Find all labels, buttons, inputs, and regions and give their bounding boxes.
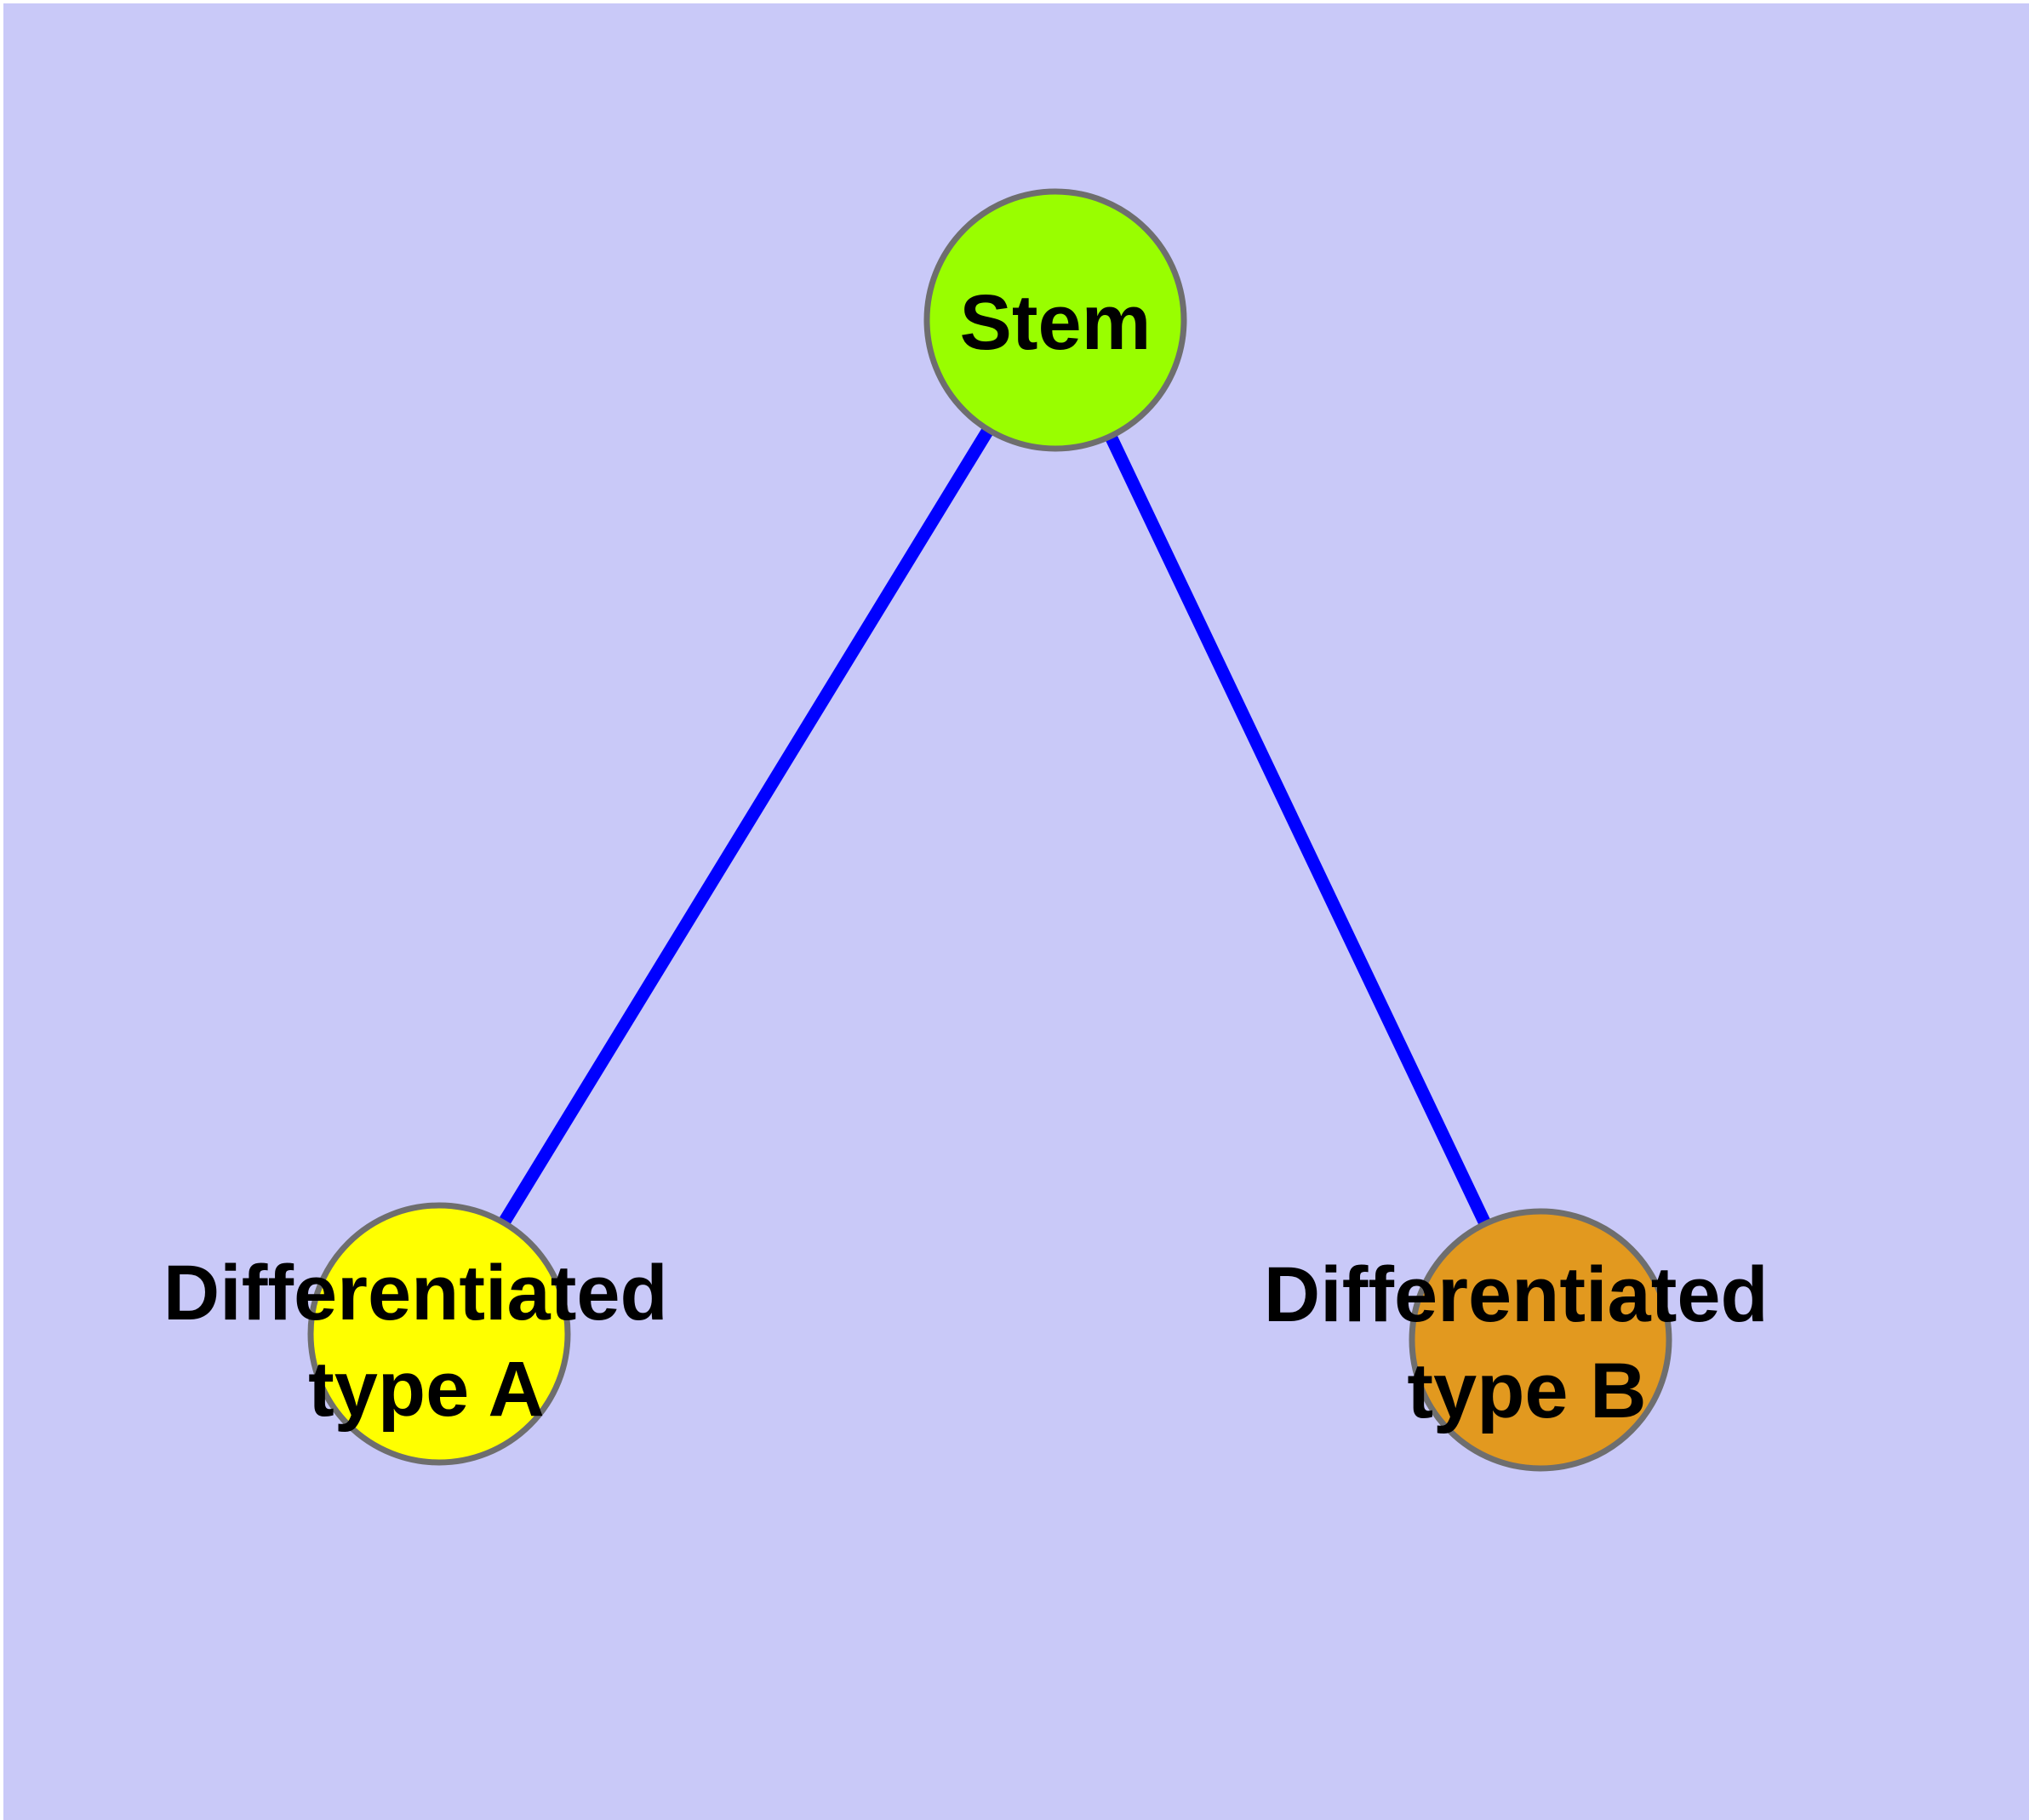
node-type-b: Differentiated type B (1264, 1208, 1791, 1472)
node-type-b-label-line2: type B (1407, 1348, 1646, 1434)
node-type-a-circle (307, 1202, 571, 1466)
node-type-a: Differentiated type A (163, 1202, 690, 1466)
node-stem: Stem (923, 188, 1187, 452)
graph-svg: Stem Differentiated type A Differentiate… (3, 3, 2029, 1820)
node-type-a-label-line2: type A (308, 1346, 545, 1433)
node-type-a-label-line1: Differentiated (163, 1250, 668, 1336)
edge-stem-to-type-b (1049, 317, 1546, 1343)
node-type-b-label: Differentiated type B (1264, 1251, 1791, 1434)
node-stem-circle (923, 188, 1187, 452)
edge-stem-to-type-a (430, 317, 1061, 1337)
node-type-b-label-line1: Differentiated (1264, 1251, 1769, 1338)
node-type-b-circle (1409, 1208, 1672, 1472)
edge-layer (430, 317, 1546, 1343)
node-stem-label: Stem (960, 279, 1152, 366)
node-type-a-label: Differentiated type A (163, 1250, 690, 1433)
